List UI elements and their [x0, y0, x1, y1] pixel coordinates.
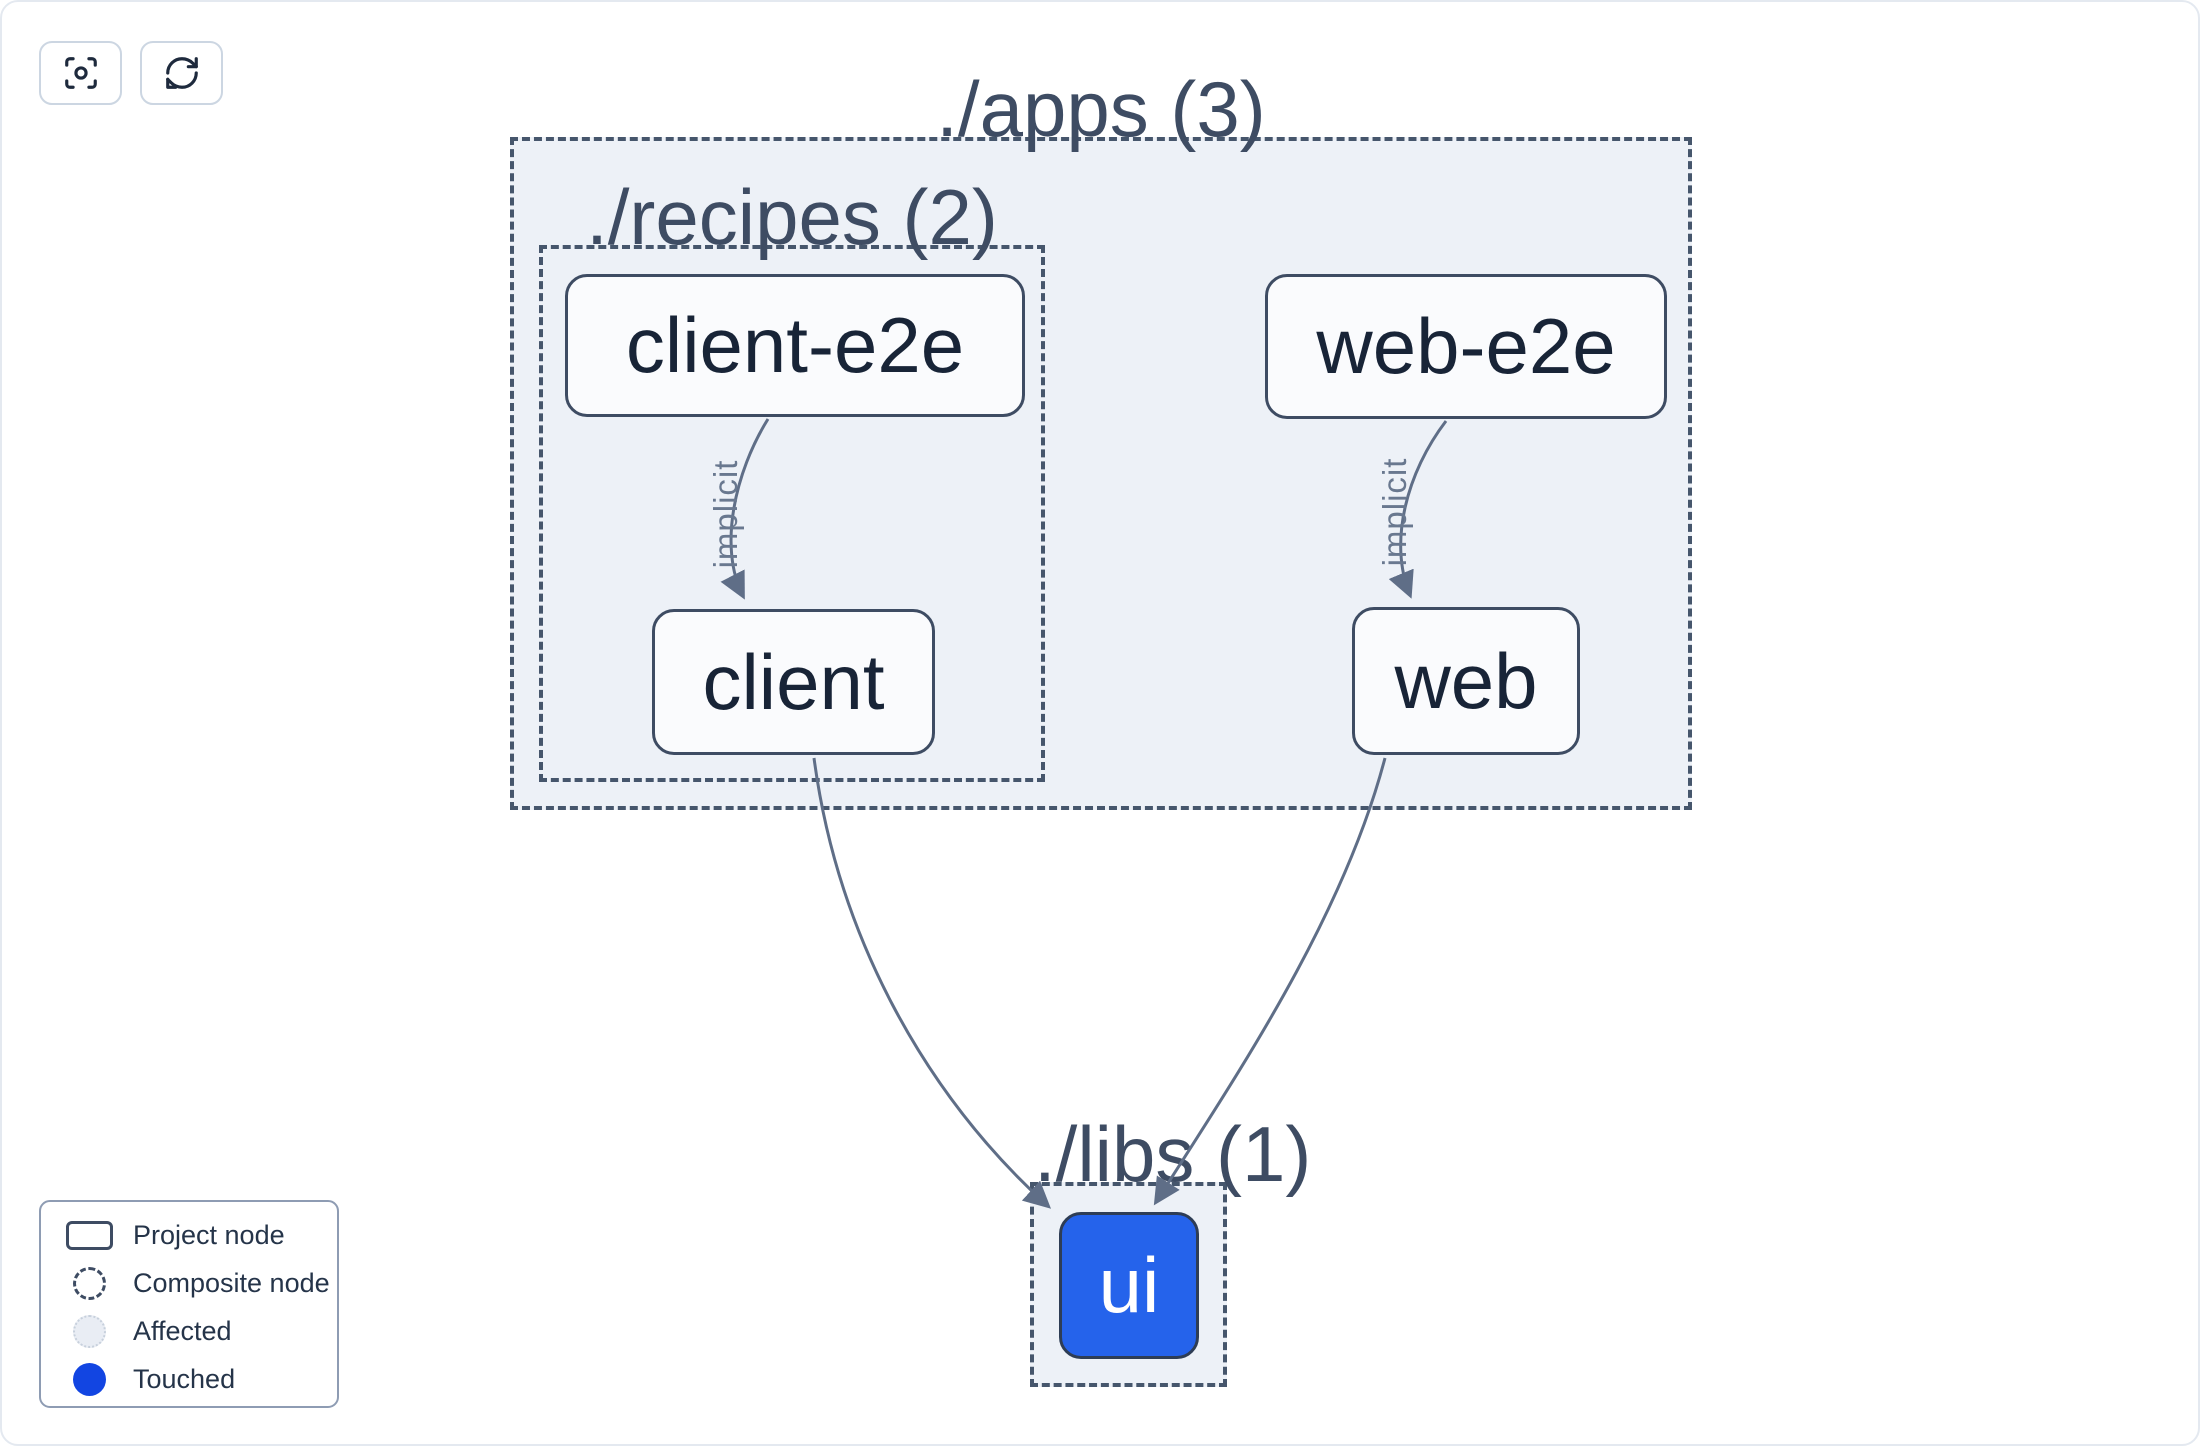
node-label: web [1394, 636, 1538, 725]
node-label: client-e2e [625, 301, 965, 389]
node-web-e2e[interactable]: web-e2e [1265, 274, 1667, 419]
legend-item-touched: Touched [41, 1355, 337, 1403]
edge-label-implicit-right: implicit [1376, 457, 1413, 567]
node-label: ui [1098, 1241, 1160, 1329]
legend-item-affected: Affected [41, 1307, 337, 1355]
edge-client-to-ui [812, 757, 1052, 1209]
legend-label: Composite node [133, 1267, 330, 1298]
node-label: client [702, 637, 885, 726]
touched-swatch [72, 1362, 106, 1396]
refresh-icon [165, 57, 198, 89]
node-ui-touched[interactable]: ui [1059, 1212, 1199, 1359]
legend-item-project-node: Project node [41, 1211, 337, 1259]
composite-node-swatch [72, 1266, 106, 1300]
node-client-e2e[interactable]: client-e2e [565, 274, 1025, 417]
legend-label: Affected [133, 1315, 232, 1346]
container-title-apps: ./apps (3) [936, 65, 1266, 153]
focus-icon [64, 57, 97, 89]
edge-web-to-ui [1153, 757, 1387, 1206]
legend-label: Touched [133, 1363, 236, 1394]
refresh-button[interactable] [140, 41, 223, 105]
container-title-libs: ./libs (1) [1034, 1110, 1312, 1198]
legend-label: Project node [133, 1219, 285, 1250]
focus-button[interactable] [39, 41, 122, 105]
node-label: web-e2e [1316, 302, 1616, 390]
legend: Project node Composite node Affected Tou… [39, 1200, 339, 1408]
toolbar [39, 41, 223, 105]
node-client[interactable]: client [652, 609, 935, 755]
edge-label-implicit-left: implicit [707, 459, 744, 569]
node-web[interactable]: web [1352, 607, 1580, 755]
legend-item-composite-node: Composite node [41, 1259, 337, 1307]
project-node-swatch [65, 1220, 113, 1250]
affected-swatch [72, 1314, 106, 1348]
